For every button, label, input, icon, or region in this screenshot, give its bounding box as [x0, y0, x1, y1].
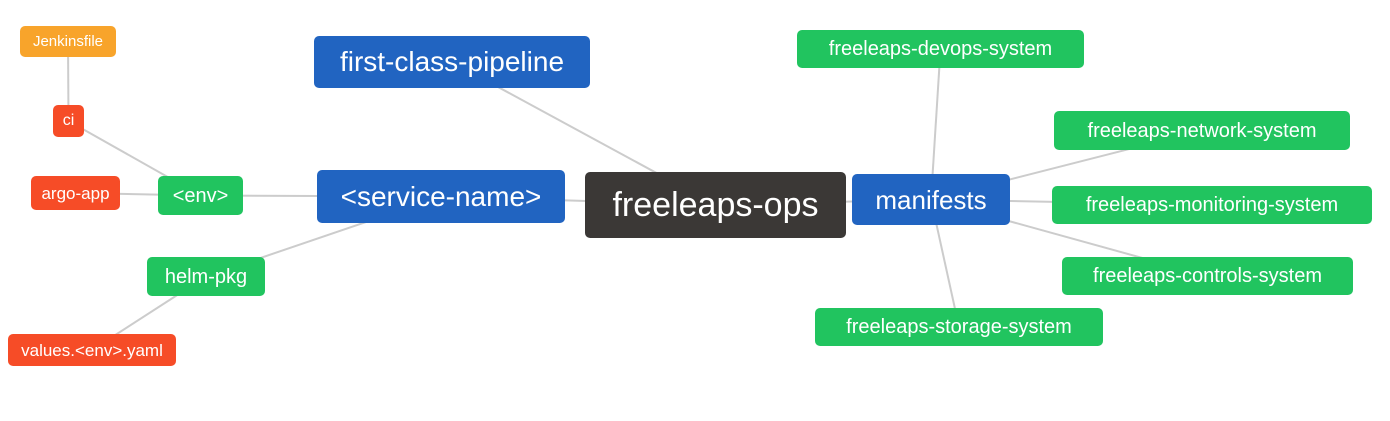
node-storage[interactable]: freeleaps-storage-system [815, 308, 1103, 346]
node-devops[interactable]: freeleaps-devops-system [797, 30, 1084, 68]
node-values[interactable]: values.<env>.yaml [8, 334, 176, 366]
node-ci[interactable]: ci [53, 105, 84, 137]
node-helm-pkg[interactable]: helm-pkg [147, 257, 265, 296]
node-env[interactable]: <env> [158, 176, 243, 215]
node-ops[interactable]: freeleaps-ops [585, 172, 846, 238]
node-network[interactable]: freeleaps-network-system [1054, 111, 1350, 150]
node-manifests[interactable]: manifests [852, 174, 1010, 225]
node-argo-app[interactable]: argo-app [31, 176, 120, 210]
node-jenkinsfile[interactable]: Jenkinsfile [20, 26, 116, 57]
node-monitoring[interactable]: freeleaps-monitoring-system [1052, 186, 1372, 224]
node-pipeline[interactable]: first-class-pipeline [314, 36, 590, 88]
node-controls[interactable]: freeleaps-controls-system [1062, 257, 1353, 295]
node-service[interactable]: <service-name> [317, 170, 565, 223]
